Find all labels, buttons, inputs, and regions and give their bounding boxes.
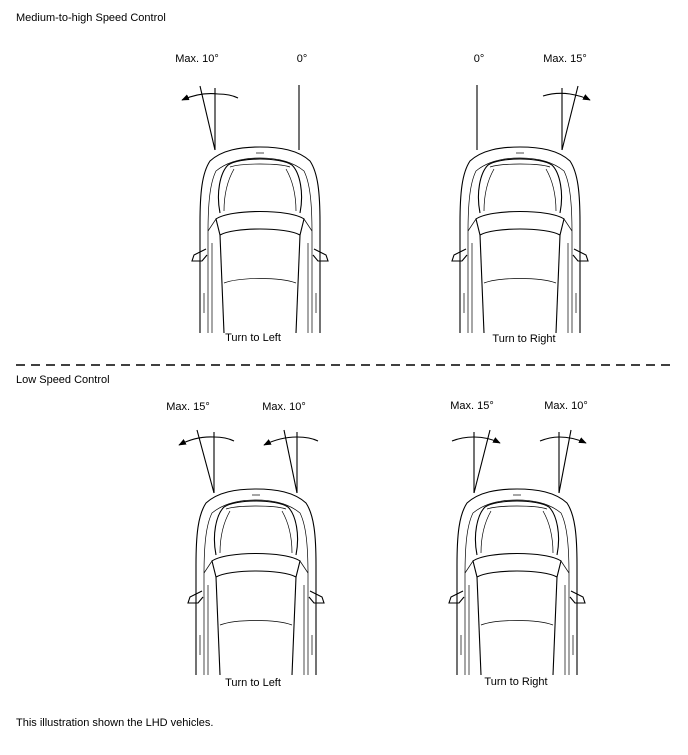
beam-label-left-lamp: Max. 15° (450, 400, 494, 412)
car-bottom-right-panel (448, 429, 587, 676)
panel-caption: Turn to Right (492, 333, 556, 345)
car-bottom-left-panel (178, 429, 325, 676)
beam-label-right-lamp: 0° (296, 53, 308, 65)
beam-label-left-lamp: Max. 15° (166, 401, 210, 413)
car-top-left-panel (181, 85, 329, 334)
section-title-low: Low Speed Control (16, 374, 110, 386)
panel-caption: Turn to Right (484, 676, 548, 688)
panel-caption: Turn to Left (225, 677, 281, 689)
section-title-medium-high: Medium-to-high Speed Control (16, 12, 166, 24)
beam-label-right-lamp: Max. 10° (544, 400, 588, 412)
beam-label-right-lamp: Max. 10° (262, 401, 306, 413)
beam-label-left-lamp: 0° (473, 53, 485, 65)
beam-label-left-lamp: Max. 10° (175, 53, 219, 65)
panel-caption: Turn to Left (225, 332, 281, 344)
footnote: This illustration shown the LHD vehicles… (16, 717, 214, 729)
beam-label-right-lamp: Max. 15° (543, 53, 587, 65)
car-top-right-panel (451, 85, 591, 334)
